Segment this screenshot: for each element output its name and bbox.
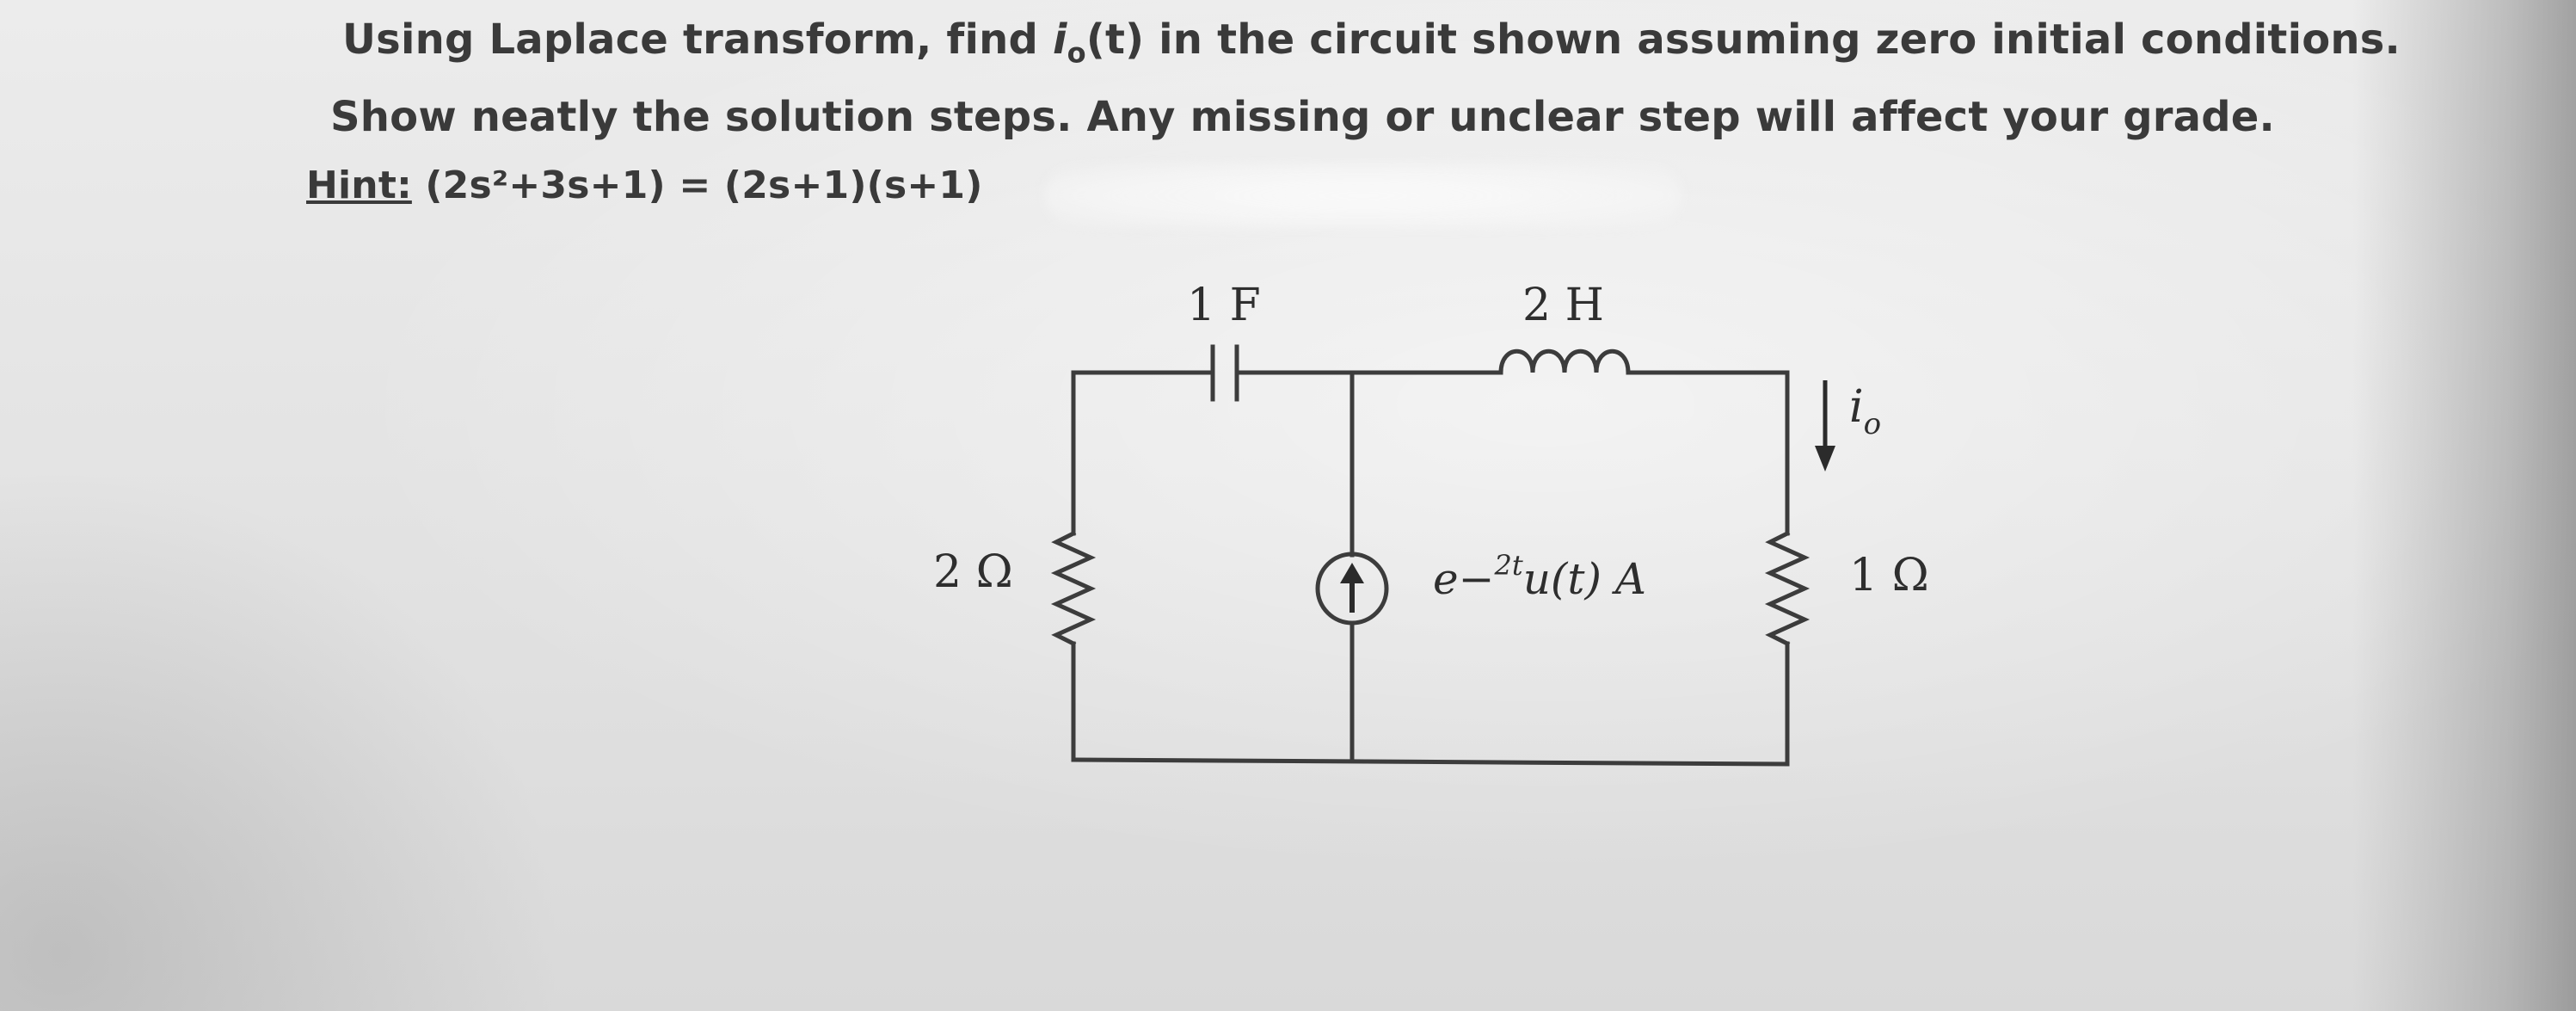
problem-line-1-start: Using Laplace transform, find	[342, 15, 1053, 64]
problem-line-1: Using Laplace transform, find io(t) in t…	[342, 15, 2401, 70]
problem-line-1-end: (t) in the circuit shown assuming zero i…	[1085, 15, 2401, 64]
io-label-var: i	[1849, 381, 1864, 433]
io-subscript: o	[1067, 36, 1086, 70]
resistor-1ohm-label: 1 Ω	[1849, 550, 1929, 601]
capacitor-1F	[1210, 344, 1239, 402]
smudge-mark	[1045, 163, 1681, 228]
hint-label: Hint:	[306, 163, 412, 207]
wire-bottom	[1071, 757, 1790, 767]
source-label: e−2tu(t) A	[1433, 549, 1646, 604]
io-label-sub: o	[1864, 407, 1881, 441]
io-variable: i	[1052, 15, 1067, 64]
source-exponent: 2t	[1493, 549, 1522, 582]
hint-line: Hint: (2s²+3s+1) = (2s+1)(s+1)	[306, 163, 983, 207]
io-arrow-icon	[1815, 380, 1835, 472]
shadow-left	[0, 430, 602, 1011]
problem-line-2: Show neatly the solution steps. Any miss…	[330, 93, 2275, 141]
capacitor-label: 1 F	[1187, 280, 1261, 331]
source-tail: u(t) A	[1523, 554, 1646, 604]
io-label: io	[1849, 381, 1881, 441]
resistor-2ohm-label: 2 Ω	[933, 546, 1013, 598]
hint-equation: (2s²+3s+1) = (2s+1)(s+1)	[411, 163, 983, 207]
inductor-2H	[1498, 348, 1631, 375]
resistor-1ohm	[1764, 530, 1811, 647]
source-exp-base: e−	[1433, 554, 1494, 604]
current-source	[1315, 552, 1389, 626]
resistor-2ohm	[1050, 530, 1097, 647]
inductor-label: 2 H	[1522, 280, 1604, 331]
shadow-right	[2352, 0, 2576, 1011]
